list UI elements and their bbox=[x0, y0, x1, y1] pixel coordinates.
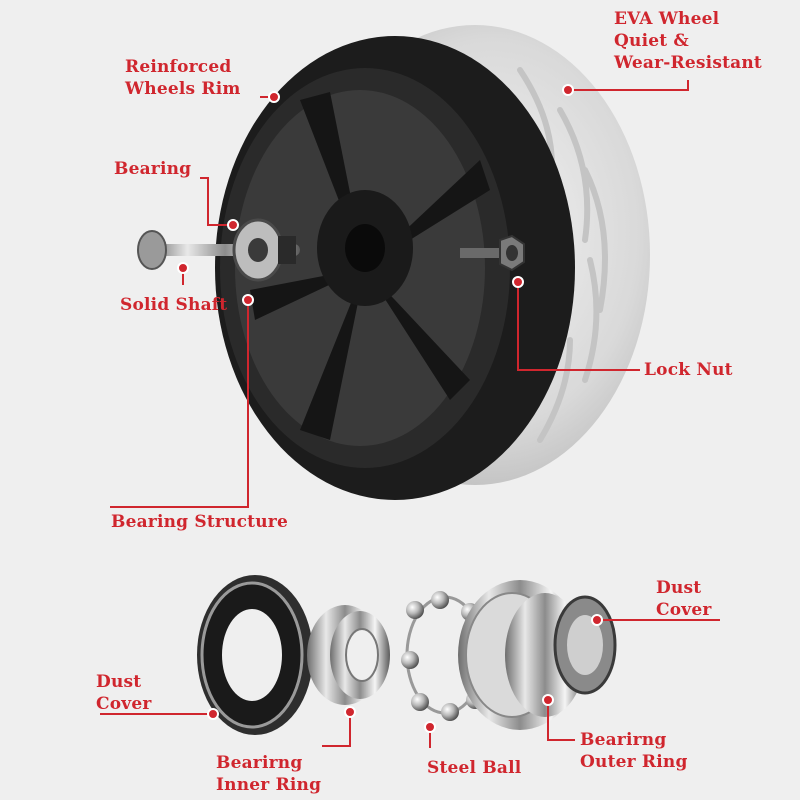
dust-cover-right-label: Dust Cover bbox=[656, 578, 712, 620]
solid-shaft-label: Solid Shaft bbox=[120, 295, 228, 315]
lock-nut-label: Lock Nut bbox=[644, 360, 733, 380]
outer-ring-label: Bearirng Outer Ring bbox=[580, 730, 688, 772]
bearing-label: Bearing bbox=[114, 159, 192, 179]
inner-ring-label: Bearirng Inner Ring bbox=[216, 753, 322, 795]
steel-ball-label: Steel Ball bbox=[427, 758, 522, 778]
dust-cover-icon bbox=[553, 595, 617, 695]
wheel-rim-icon bbox=[215, 36, 575, 500]
eva-wheel-label: EVA Wheel Quiet & Wear-Resistant bbox=[614, 9, 762, 73]
outer-ring-icon bbox=[458, 580, 585, 730]
dust-cover-icon bbox=[197, 575, 313, 735]
bearing-structure-label: Bearing Structure bbox=[111, 512, 288, 532]
leader-dots bbox=[177, 84, 603, 733]
dust-cover-left-label: Dust Cover bbox=[96, 672, 152, 714]
axle-shaft-icon bbox=[137, 218, 300, 282]
lock-nut-icon bbox=[460, 234, 525, 272]
inner-ring-icon bbox=[307, 605, 390, 705]
reinforced-rim-label: Reinforced Wheels Rim bbox=[125, 57, 241, 99]
